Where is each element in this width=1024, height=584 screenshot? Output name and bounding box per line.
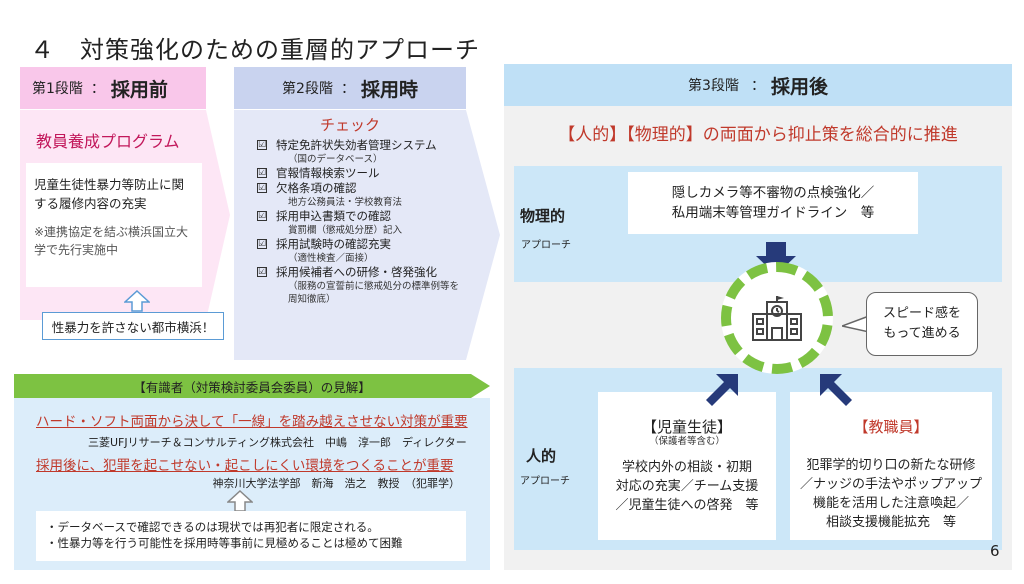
list-item: ☑ 採用候補者への研修・啓発強化 （服務の宣誓前に懲戒処分の標準例等を周知徹底） [256, 265, 468, 306]
up-arrow-icon [227, 490, 253, 512]
stage3-header: 第3段階 ： 採用後 [504, 64, 1012, 106]
stage2-prefix: 第2段階 [282, 81, 333, 97]
checkbox-icon: ☑ [257, 183, 267, 193]
stage3-prefix: 第3段階 [688, 78, 739, 94]
physical-approach-label: アプローチ [521, 240, 571, 251]
stage1-program-box: 児童生徒性暴力等防止に関する履修内容の充実 ※連携協定を結ぶ横浜国立大学で先行実… [26, 163, 202, 287]
physical-label: 物理的 [520, 207, 566, 225]
expert-author-1: 三菱UFJリサーチ＆コンサルティング株式会社 中嶋 淳一郎 ディレクター [88, 436, 467, 449]
stage1-sep: ： [90, 81, 105, 97]
school-ring [721, 262, 833, 374]
stage3-subtitle: 【人的】【物理的】の両面から抑止策を総合的に推進 [558, 125, 958, 145]
speed-speech-bubble: スピード感を もって進める [866, 292, 978, 356]
check-item-sub: 賞罰欄（懲戒処分歴）記入 [288, 225, 403, 236]
stage1-header: 第1段階 ： 採用前 [20, 67, 206, 109]
students-title: 【児童生徒】 [641, 418, 732, 436]
experts-band: 【有識者（対策検討委員会委員）の見解】 [14, 374, 490, 398]
down-arrow-icon [756, 242, 796, 275]
school-building-icon [752, 296, 802, 341]
staff-line: 犯罪学的切り口の新たな研修 [806, 458, 976, 473]
list-item: ☑ 特定免許状失効者管理システム （国のデータベース） [256, 138, 468, 166]
slogan-callout: 性暴力を許さない都市横浜！ [42, 312, 224, 340]
stage2-sep: ： [340, 81, 355, 97]
stage2-header: 第2段階 ： 採用時 [234, 67, 466, 109]
expert-author-2: 神奈川大学法学部 新海 浩之 教授 （犯罪学） [212, 477, 461, 490]
stage2-panel [234, 110, 466, 360]
staff-line: 機能を活用した注意喚起／ [812, 496, 969, 511]
bubble-line2: もって進める [883, 326, 961, 341]
check-item-sub: 地方公務員法・学校教育法 [288, 197, 403, 208]
check-item-label: 欠格条項の確認 [276, 181, 357, 195]
expert-opinion-2: 採用後に、犯罪を起こせない・起こしにくい環境をつくることが重要 [36, 458, 454, 474]
list-item: ☑ 官報情報検索ツール [256, 166, 468, 181]
experts-note-1: ・データベースで確認できるのは現状では再犯者に限定される。 [46, 520, 379, 534]
up-left-arrow-icon [820, 374, 852, 406]
staff-body: 犯罪学的切り口の新たな研修 ／ナッジの手法やポップアップ 機能を活用した注意喚起… [790, 456, 992, 532]
bubble-line1: スピード感を [882, 306, 961, 321]
check-item-label: 採用申込書類での確認 [276, 209, 391, 223]
checkbox-icon: ☑ [257, 140, 267, 150]
experts-note-2: ・性暴力等を行う可能性を採用時等事前に見極めることは極めて困難 [46, 536, 403, 550]
physical-measures-box: 隠しカメラ等不審物の点検強化／ 私用端末等管理ガイドライン 等 [628, 172, 918, 234]
stage1-prefix: 第1段階 [32, 81, 83, 97]
stage3-name: 採用後 [770, 75, 828, 98]
staff-box: 【教職員】 犯罪学的切り口の新たな研修 ／ナッジの手法やポップアップ 機能を活用… [790, 392, 992, 540]
check-item-label: 官報情報検索ツール [276, 166, 380, 180]
checkbox-icon: ☑ [257, 267, 267, 277]
page-number: 6 [990, 542, 1000, 560]
checkbox-icon: ☑ [257, 239, 267, 249]
human-approach-label: アプローチ [520, 476, 570, 487]
stage2-name: 採用時 [360, 78, 418, 101]
experts-note-box: ・データベースで確認できるのは現状では再犯者に限定される。 ・性暴力等を行う可能… [36, 511, 466, 561]
check-item-label: 採用試験時の確認充実 [276, 237, 391, 251]
check-item-label: 採用候補者への研修・啓発強化 [276, 265, 437, 279]
expert-opinion-1: ハード・ソフト両面から決して「一線」を踏み越えさせない対策が重要 [36, 414, 468, 430]
physical-line1: 隠しカメラ等不審物の点検強化／ [671, 185, 875, 201]
check-item-label: 特定免許状失効者管理システム [276, 138, 437, 152]
stage1-arrow-icon [206, 110, 230, 320]
list-item: ☑ 採用試験時の確認充実 （適性検査／面接） [256, 237, 468, 265]
stage1-program-note: ※連携協定を結ぶ横浜国立大学で先行実施中 [34, 225, 189, 257]
list-item: ☑ 欠格条項の確認地方公務員法・学校教育法 [256, 181, 468, 209]
stage1-program-desc: 児童生徒性暴力等防止に関する履修内容の充実 [34, 177, 185, 211]
human-label: 人的 [526, 447, 557, 465]
students-box: 【児童生徒】 （保護者等含む） 学校内外の相談・初期 対応の充実／チーム支援 ／… [598, 392, 776, 540]
students-line: 対応の充実／チーム支援 [615, 479, 759, 494]
stage2-arrow-icon [466, 110, 500, 360]
check-item-sub: （服務の宣誓前に懲戒処分の標準例等を周知徹底） [288, 281, 460, 305]
stage1-program-title: 教員養成プログラム [36, 132, 180, 151]
stage1-name: 採用前 [110, 78, 168, 101]
staff-title: 【教職員】 [853, 418, 929, 436]
up-right-arrow-icon [706, 374, 738, 406]
page-title: ４ 対策強化のための重層的アプローチ [30, 36, 480, 64]
students-body: 学校内外の相談・初期 対応の充実／チーム支援 ／児童生徒への啓発 等 [598, 458, 776, 515]
check-list: ☑ 特定免許状失効者管理システム （国のデータベース） ☑ 官報情報検索ツール ☑ 欠格… [256, 138, 468, 306]
up-arrow-icon [124, 290, 150, 312]
physical-line2: 私用端末等管理ガイドライン 等 [671, 205, 875, 221]
students-line: ／児童生徒への啓発 等 [615, 498, 759, 513]
staff-line: 相談支援機能拡充 等 [825, 515, 956, 530]
check-item-sub: （国のデータベース） [288, 154, 383, 165]
students-line: 学校内外の相談・初期 [621, 460, 752, 475]
staff-line: ／ナッジの手法やポップアップ [799, 477, 982, 492]
checkbox-icon: ☑ [257, 168, 267, 178]
stage3-sep: ： [750, 78, 765, 94]
list-item: ☑ 採用申込書類での確認賞罰欄（懲戒処分歴）記入 [256, 209, 468, 237]
students-sub: （保護者等含む） [648, 436, 725, 447]
checkbox-icon: ☑ [257, 211, 267, 221]
stage2-check-title: チェック [319, 116, 380, 134]
check-item-sub: （適性検査／面接） [288, 253, 374, 264]
